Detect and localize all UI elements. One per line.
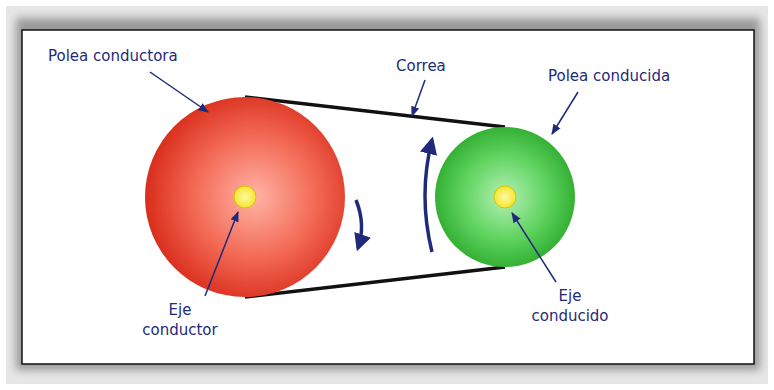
frame-border	[22, 30, 754, 364]
belt-motion-arrow	[425, 140, 432, 252]
leader-line	[512, 213, 556, 282]
driving-pulley	[145, 97, 345, 297]
part-label: Eje conducido	[520, 286, 620, 327]
part-label: Polea conducida	[548, 66, 738, 86]
rotation-arrow	[356, 200, 362, 248]
leader-line	[552, 92, 578, 134]
driven-pulley	[435, 127, 575, 267]
part-label: Correa	[396, 56, 486, 76]
part-label: Eje conductor	[130, 300, 230, 341]
leader-line	[412, 80, 425, 116]
frame-ground	[6, 6, 768, 384]
driving-shaft	[234, 186, 256, 208]
frame-shadow	[16, 18, 760, 370]
leader-line	[150, 72, 208, 112]
driven-shaft	[494, 186, 516, 208]
part-label: Polea conductora	[48, 46, 238, 66]
leader-line	[205, 212, 238, 296]
